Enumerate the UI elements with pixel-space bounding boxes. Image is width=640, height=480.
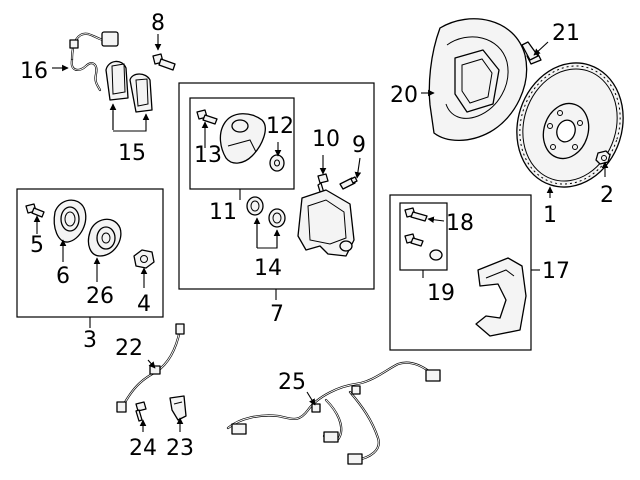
callout-18: 18 bbox=[446, 211, 474, 236]
bleeder-9 bbox=[339, 176, 358, 190]
callout-2: 2 bbox=[600, 183, 614, 208]
seal-washer bbox=[269, 154, 285, 172]
splash-shield bbox=[428, 18, 528, 142]
box-group-11 bbox=[189, 97, 295, 190]
callout-3: 3 bbox=[83, 328, 97, 353]
callout-20: 20 bbox=[390, 83, 418, 108]
parking-brake-motor bbox=[219, 113, 266, 164]
wear-sensor bbox=[69, 31, 119, 92]
callout-25: 25 bbox=[278, 370, 306, 395]
bolt-8 bbox=[152, 53, 176, 71]
carrier-bolt-19 bbox=[404, 233, 443, 261]
callout-1: 1 bbox=[543, 203, 557, 228]
hose-bolt-24 bbox=[135, 401, 147, 422]
hose-bracket-23 bbox=[169, 395, 187, 421]
callout-10: 10 bbox=[312, 127, 340, 152]
callout-15: 15 bbox=[118, 141, 146, 166]
callout-7: 7 bbox=[270, 302, 284, 327]
carrier-bolt-18 bbox=[404, 207, 428, 222]
callout-4: 4 bbox=[137, 292, 151, 317]
callout-22: 22 bbox=[115, 336, 143, 361]
piston-seals bbox=[246, 196, 286, 228]
callout-14: 14 bbox=[254, 256, 282, 281]
callout-9: 9 bbox=[352, 133, 366, 158]
callout-6: 6 bbox=[56, 264, 70, 289]
callout-5: 5 bbox=[30, 233, 44, 258]
bolt-5 bbox=[25, 203, 45, 218]
callout-8: 8 bbox=[151, 11, 165, 36]
box-group-17 bbox=[389, 194, 532, 351]
wheel-hub bbox=[87, 218, 122, 257]
wheel-bearing bbox=[53, 199, 87, 243]
callout-24: 24 bbox=[129, 436, 157, 461]
caliper-carrier bbox=[475, 257, 527, 337]
callout-labels: 1 2 3 4 5 6 7 8 9 10 11 12 13 14 15 16 1… bbox=[20, 11, 614, 461]
axle-nut bbox=[133, 249, 155, 269]
callout-12: 12 bbox=[266, 114, 294, 139]
brake-pads bbox=[105, 60, 153, 113]
caliper-housing bbox=[297, 189, 355, 257]
callout-17: 17 bbox=[542, 259, 570, 284]
callout-26: 26 bbox=[86, 284, 114, 309]
callout-23: 23 bbox=[166, 436, 194, 461]
callout-19: 19 bbox=[427, 281, 455, 306]
abs-harness bbox=[226, 361, 441, 465]
leader-lines bbox=[33, 34, 609, 432]
callout-21: 21 bbox=[552, 21, 580, 46]
callout-11: 11 bbox=[209, 200, 237, 225]
caliper-bolt-13 bbox=[196, 109, 218, 125]
callout-16: 16 bbox=[20, 59, 48, 84]
rotor-screw bbox=[595, 150, 611, 165]
callout-13: 13 bbox=[194, 143, 222, 168]
